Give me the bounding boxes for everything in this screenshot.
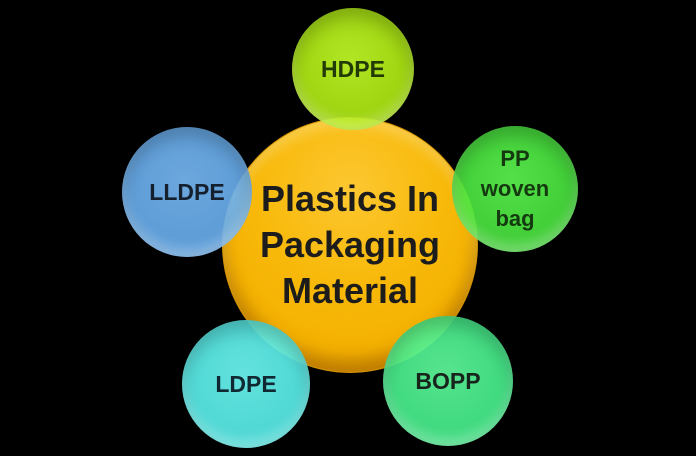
center-label: Plastics In Packaging Material	[260, 176, 440, 314]
node-pp-label-line-1: PP	[500, 146, 530, 171]
node-pp-woven-bag: PP woven bag	[452, 126, 578, 252]
node-pp-label-line-2: woven	[480, 176, 550, 201]
node-bopp: BOPP	[383, 316, 513, 446]
node-ldpe: LDPE	[182, 320, 310, 448]
node-lldpe-label: LLDPE	[149, 178, 225, 205]
node-pp-label-line-3: bag	[495, 206, 535, 231]
center-label-line-1: Plastics In	[260, 178, 440, 219]
node-pp-woven-bag-label: PP woven bag	[481, 144, 549, 234]
node-hdpe-label: HDPE	[321, 55, 385, 82]
node-ldpe-label: LDPE	[215, 370, 277, 397]
node-hdpe: HDPE	[292, 8, 414, 130]
center-label-line-2: Packaging	[259, 224, 441, 265]
center-label-line-3: Material	[281, 270, 419, 311]
node-lldpe: LLDPE	[122, 127, 252, 257]
node-bopp-label: BOPP	[415, 367, 481, 394]
